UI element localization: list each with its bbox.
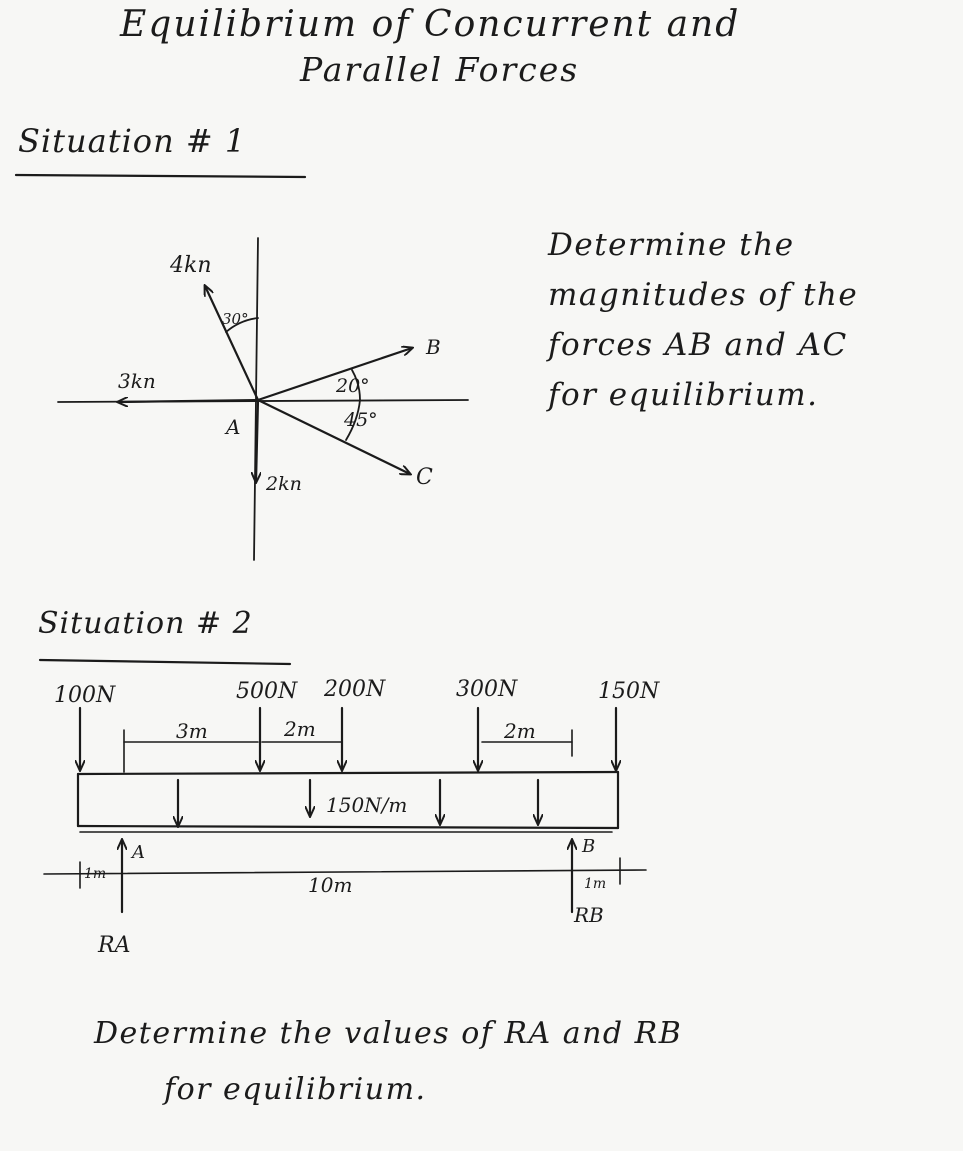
question-line: for equilibrium. (548, 377, 819, 413)
force-4kn-arrow (205, 286, 260, 402)
label-support-b: B (581, 836, 595, 857)
label-100n: 100N (54, 683, 116, 708)
arc-30 (225, 317, 259, 333)
label-1m-left: 1m (84, 866, 106, 882)
question-line: Determine the (548, 227, 795, 263)
label-2kn: 2kn (265, 473, 302, 495)
label-reaction-b: RB (573, 903, 604, 927)
label-point-b: B (425, 335, 441, 359)
label-reaction-a: RA (97, 933, 130, 958)
label-2m-right: 2m (503, 719, 536, 743)
title-line-1: Equilibrium of Concurrent and (120, 4, 741, 45)
label-300n: 300N (456, 677, 518, 702)
label-4kn: 4kn (169, 253, 212, 278)
label-point-a: A (224, 415, 240, 439)
situation-2-heading: Situation # 2 (38, 606, 253, 641)
question-line: magnitudes of the (548, 277, 859, 313)
label-point-c: C (416, 465, 433, 490)
dim-line-10m (43, 869, 647, 875)
label-150n: 150N (598, 679, 660, 704)
force-ac-arrow (256, 398, 410, 474)
title-line-2: Parallel Forces (300, 50, 580, 89)
label-30-deg: 30° (222, 310, 249, 328)
force-2kn-arrow (256, 398, 258, 482)
label-45-deg: 45° (343, 409, 378, 431)
label-500n: 500N (236, 679, 298, 704)
force-ab-arrow (256, 348, 412, 402)
situation-1-heading: Situation # 1 (18, 122, 247, 160)
beam-top (76, 770, 620, 776)
label-10m: 10m (308, 873, 352, 897)
situation-2-question-line-2: for equilibrium. (164, 1072, 427, 1107)
label-1m-right: 1m (584, 876, 606, 892)
situation-1-question: Determine the magnitudes of the forces A… (548, 220, 858, 420)
label-20-deg: 20° (335, 375, 370, 397)
force-3kn-arrow (118, 400, 260, 402)
label-3kn: 3kn (118, 369, 156, 393)
question-line: forces AB and AC (548, 327, 848, 363)
arc-20 (351, 369, 361, 401)
beam-bottom (76, 824, 620, 830)
situation-2-question-line-1: Determine the values of RA and RB (94, 1016, 683, 1051)
label-support-a: A (130, 842, 145, 863)
label-2m-left: 2m (283, 717, 316, 741)
label-udl: 150N/m (326, 793, 407, 817)
label-3m: 3m (176, 719, 208, 743)
arc-45 (345, 399, 361, 441)
situation-1-underline (14, 173, 307, 179)
situation-2-underline (38, 658, 292, 666)
label-200n: 200N (323, 677, 386, 702)
